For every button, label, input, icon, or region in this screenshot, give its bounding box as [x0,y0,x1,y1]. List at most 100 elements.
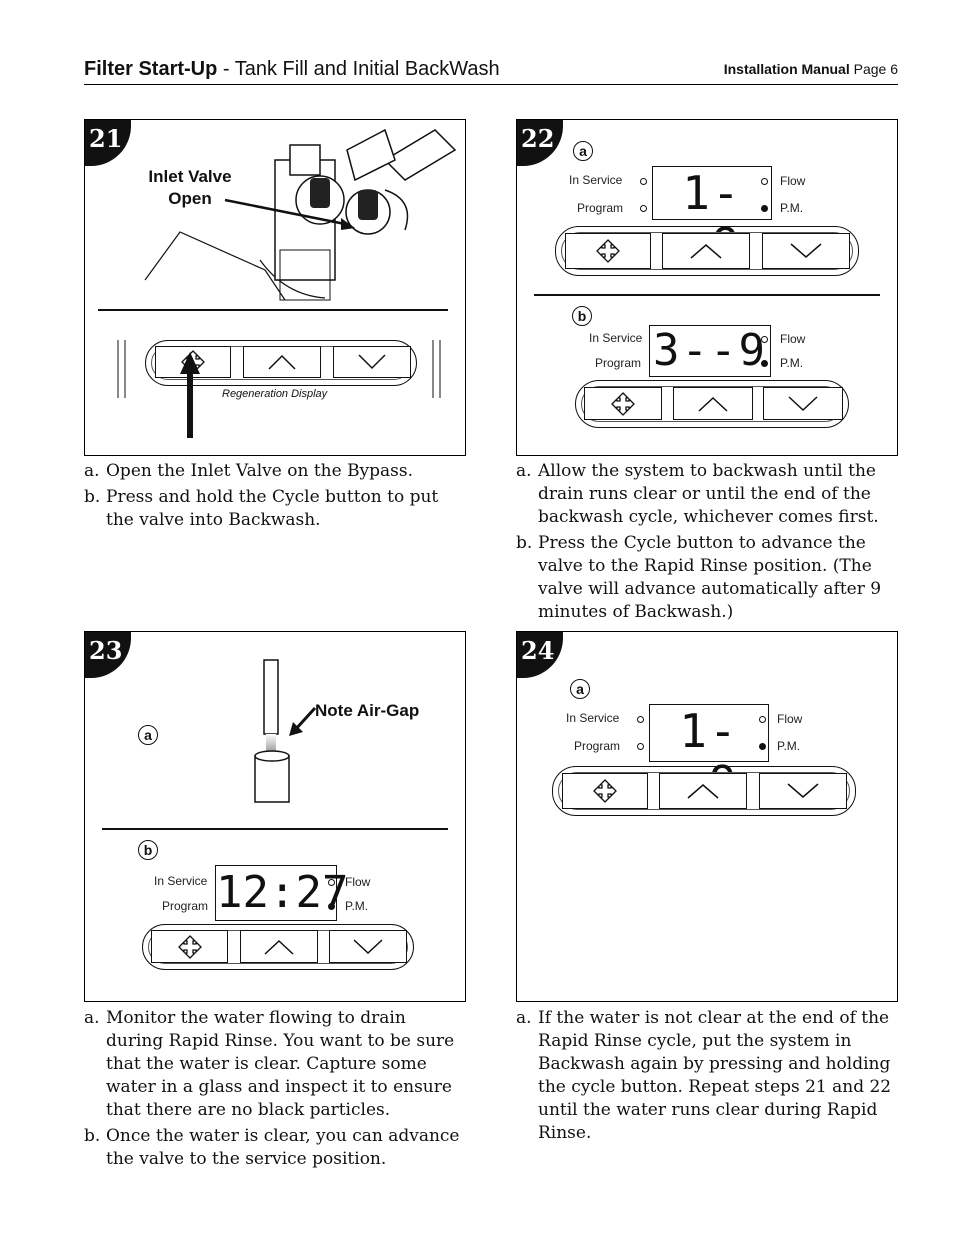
chevron-down-icon [353,938,383,954]
figure-23-captions: a.Monitor the water flowing to drain dur… [84,1007,468,1174]
down-button[interactable] [333,346,411,378]
indicator-led [637,743,644,750]
up-button[interactable] [673,387,753,420]
in-service-label: In Service [566,711,620,725]
figure-24-captions: a.If the water is not clear at the end o… [516,1007,900,1148]
regeneration-display-label: Regeneration Display [222,388,328,400]
up-button[interactable] [243,346,321,378]
chevron-down-icon [358,354,386,370]
figure-22: 22 a In Service Program 1--9 Flow P.M. b… [516,119,898,456]
in-service-label: In Service [589,331,643,345]
flow-label: Flow [780,174,806,188]
indicator-led [640,205,647,212]
figure-21: 21 Inlet Valve Open Regeneration Display [84,119,466,456]
page-number: Page 6 [853,61,898,77]
indicator-led [328,903,335,910]
cycle-button[interactable] [584,387,662,420]
cycle-icon [611,391,635,416]
in-service-label: In Service [569,173,623,187]
cycle-icon [596,239,620,263]
label-a: a [138,725,158,745]
pm-label: P.M. [345,899,369,913]
up-button[interactable] [659,773,747,809]
label-b: b [572,306,592,326]
program-label: Program [577,201,624,215]
pm-label: P.M. [780,201,804,215]
divider [98,309,448,311]
program-label: Program [574,739,621,753]
lcd-display-a: 1--9 [652,166,772,271]
down-button[interactable] [762,233,850,269]
figure-number: 23 [85,632,131,678]
caption-item: b.Once the water is clear, you can advan… [84,1126,460,1169]
down-button[interactable] [763,387,843,420]
display-frame-lines [117,340,441,398]
button-panel [555,226,859,276]
title-bold: Filter Start-Up [84,58,218,80]
title-subtitle: - Tank Fill and Initial BackWash [217,58,500,80]
figure-21-captions: a.Open the Inlet Valve on the Bypass. b.… [84,460,468,535]
caption-item: a.Allow the system to backwash until the… [516,461,879,527]
indicator-led [637,716,644,723]
chevron-up-icon [690,244,722,259]
flow-label: Flow [777,712,803,726]
indicator-led [761,178,768,185]
divider [534,294,880,296]
chevron-down-icon [787,783,819,798]
drain-pipe-glass [254,659,290,803]
chevron-up-icon [264,939,294,955]
chevron-down-icon [790,243,822,258]
up-button[interactable] [662,233,750,269]
caption-item: a.If the water is not clear at the end o… [516,1008,892,1143]
indicator-led [761,205,768,212]
figure-number: 24 [517,632,563,678]
lcd-display-clock: 12:27 [215,865,348,921]
label-b: b [138,840,158,860]
cycle-icon [177,934,202,959]
manual-label: Installation Manual [723,61,850,77]
press-arrow [180,352,200,438]
label-a: a [573,141,593,161]
flow-label: Flow [345,875,371,889]
down-button[interactable] [329,930,407,963]
lcd-display-a: 1--9 [649,704,769,809]
figure-number: 21 [85,120,131,166]
down-button[interactable] [759,773,847,809]
cycle-button[interactable] [151,930,228,963]
page-title: Filter Start-Up - Tank Fill and Initial … [84,58,500,81]
page-header: Filter Start-Up - Tank Fill and Initial … [84,56,898,85]
chevron-up-icon [687,784,719,799]
cycle-button[interactable] [562,773,648,809]
pm-label: P.M. [780,356,804,370]
indicator-led [328,879,335,886]
cycle-icon [593,779,617,803]
caption-item: b.Press the Cycle button to advance the … [516,533,882,622]
figure-22-captions: a.Allow the system to backwash until the… [516,460,900,627]
cycle-button[interactable] [565,233,651,269]
caption-item: a.Monitor the water flowing to drain dur… [84,1008,455,1120]
chevron-up-icon [268,354,296,370]
page-info: Installation Manual Page 6 [724,61,898,77]
indicator-led [640,178,647,185]
indicator-led [761,336,768,343]
pm-label: P.M. [777,739,801,753]
indicator-led [759,716,766,723]
valve-illustration [144,128,457,301]
flow-label: Flow [780,332,806,346]
up-button[interactable] [240,930,318,963]
caption-item: b.Press and hold the Cycle button to put… [84,487,439,530]
figure-number: 22 [517,120,563,166]
figure-24: 24 a In Service Program 1--9 Flow P.M. [516,631,898,1002]
inlet-valve-callout: Inlet Valve Open [148,167,232,208]
button-panel [552,766,856,816]
in-service-label: In Service [154,874,208,888]
note-air-gap-callout: Note Air-Gap [315,701,420,720]
caption-item: a.Open the Inlet Valve on the Bypass. [84,461,414,481]
indicator-led [761,360,768,367]
chevron-down-icon [788,395,818,411]
label-a: a [570,679,590,699]
chevron-up-icon [698,396,728,412]
lcd-display-b: 3--9 [649,325,771,377]
divider [102,828,448,830]
figure-23: 23 a Note Air-Gap b In Service Program 1… [84,631,466,1002]
